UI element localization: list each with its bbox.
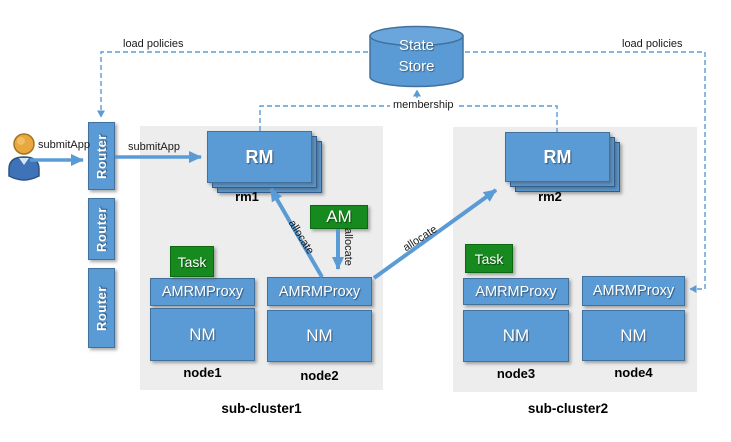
allocate-am-label: allocate bbox=[342, 228, 354, 266]
router-1-label: Router bbox=[94, 133, 110, 179]
router-3: Router bbox=[88, 268, 115, 348]
rm2-name: rm2 bbox=[538, 189, 562, 204]
node4-nm-box: NM bbox=[582, 310, 685, 361]
node4-amrmproxy-box: AMRMProxy bbox=[582, 276, 685, 306]
am-box: AM bbox=[310, 205, 368, 229]
node2-nm-box: NM bbox=[267, 310, 372, 362]
node3-amrmproxy-box: AMRMProxy bbox=[463, 278, 569, 305]
state-store: State Store bbox=[368, 24, 465, 90]
rm1-name: rm1 bbox=[235, 189, 259, 204]
node3-task-box: Task bbox=[465, 244, 513, 273]
node2-amrmproxy-box: AMRMProxy bbox=[267, 277, 372, 306]
node3-label: node3 bbox=[496, 366, 536, 381]
load-policies-left-line bbox=[97, 51, 368, 118]
sub-cluster2-label: sub-cluster2 bbox=[527, 401, 609, 416]
rm2-box: RM bbox=[505, 132, 610, 182]
node1-nm-box: NM bbox=[150, 308, 255, 361]
membership-label: membership bbox=[390, 99, 457, 111]
node4-label: node4 bbox=[614, 365, 653, 380]
rm1-box: RM bbox=[207, 131, 312, 183]
node1-task-box: Task bbox=[170, 246, 214, 277]
submit-app-user-label: submitApp bbox=[38, 139, 90, 151]
load-policies-right-label: load policies bbox=[622, 38, 683, 50]
node1-label: node1 bbox=[183, 365, 222, 380]
user-icon bbox=[6, 131, 42, 181]
node3-nm-box: NM bbox=[463, 310, 569, 362]
sub-cluster1-label: sub-cluster1 bbox=[221, 401, 302, 416]
state-store-label: State Store bbox=[398, 37, 435, 75]
router-3-label: Router bbox=[94, 285, 110, 331]
router-1: Router bbox=[88, 122, 115, 190]
router-2-label: Router bbox=[94, 206, 110, 252]
allocate-rm2-label: allocate bbox=[401, 223, 440, 255]
router-2: Router bbox=[88, 198, 115, 260]
submit-app-router-label: submitApp bbox=[128, 141, 180, 153]
node1-amrmproxy-box: AMRMProxy bbox=[150, 278, 255, 306]
node2-label: node2 bbox=[300, 368, 339, 383]
load-policies-left-label: load policies bbox=[123, 38, 184, 50]
